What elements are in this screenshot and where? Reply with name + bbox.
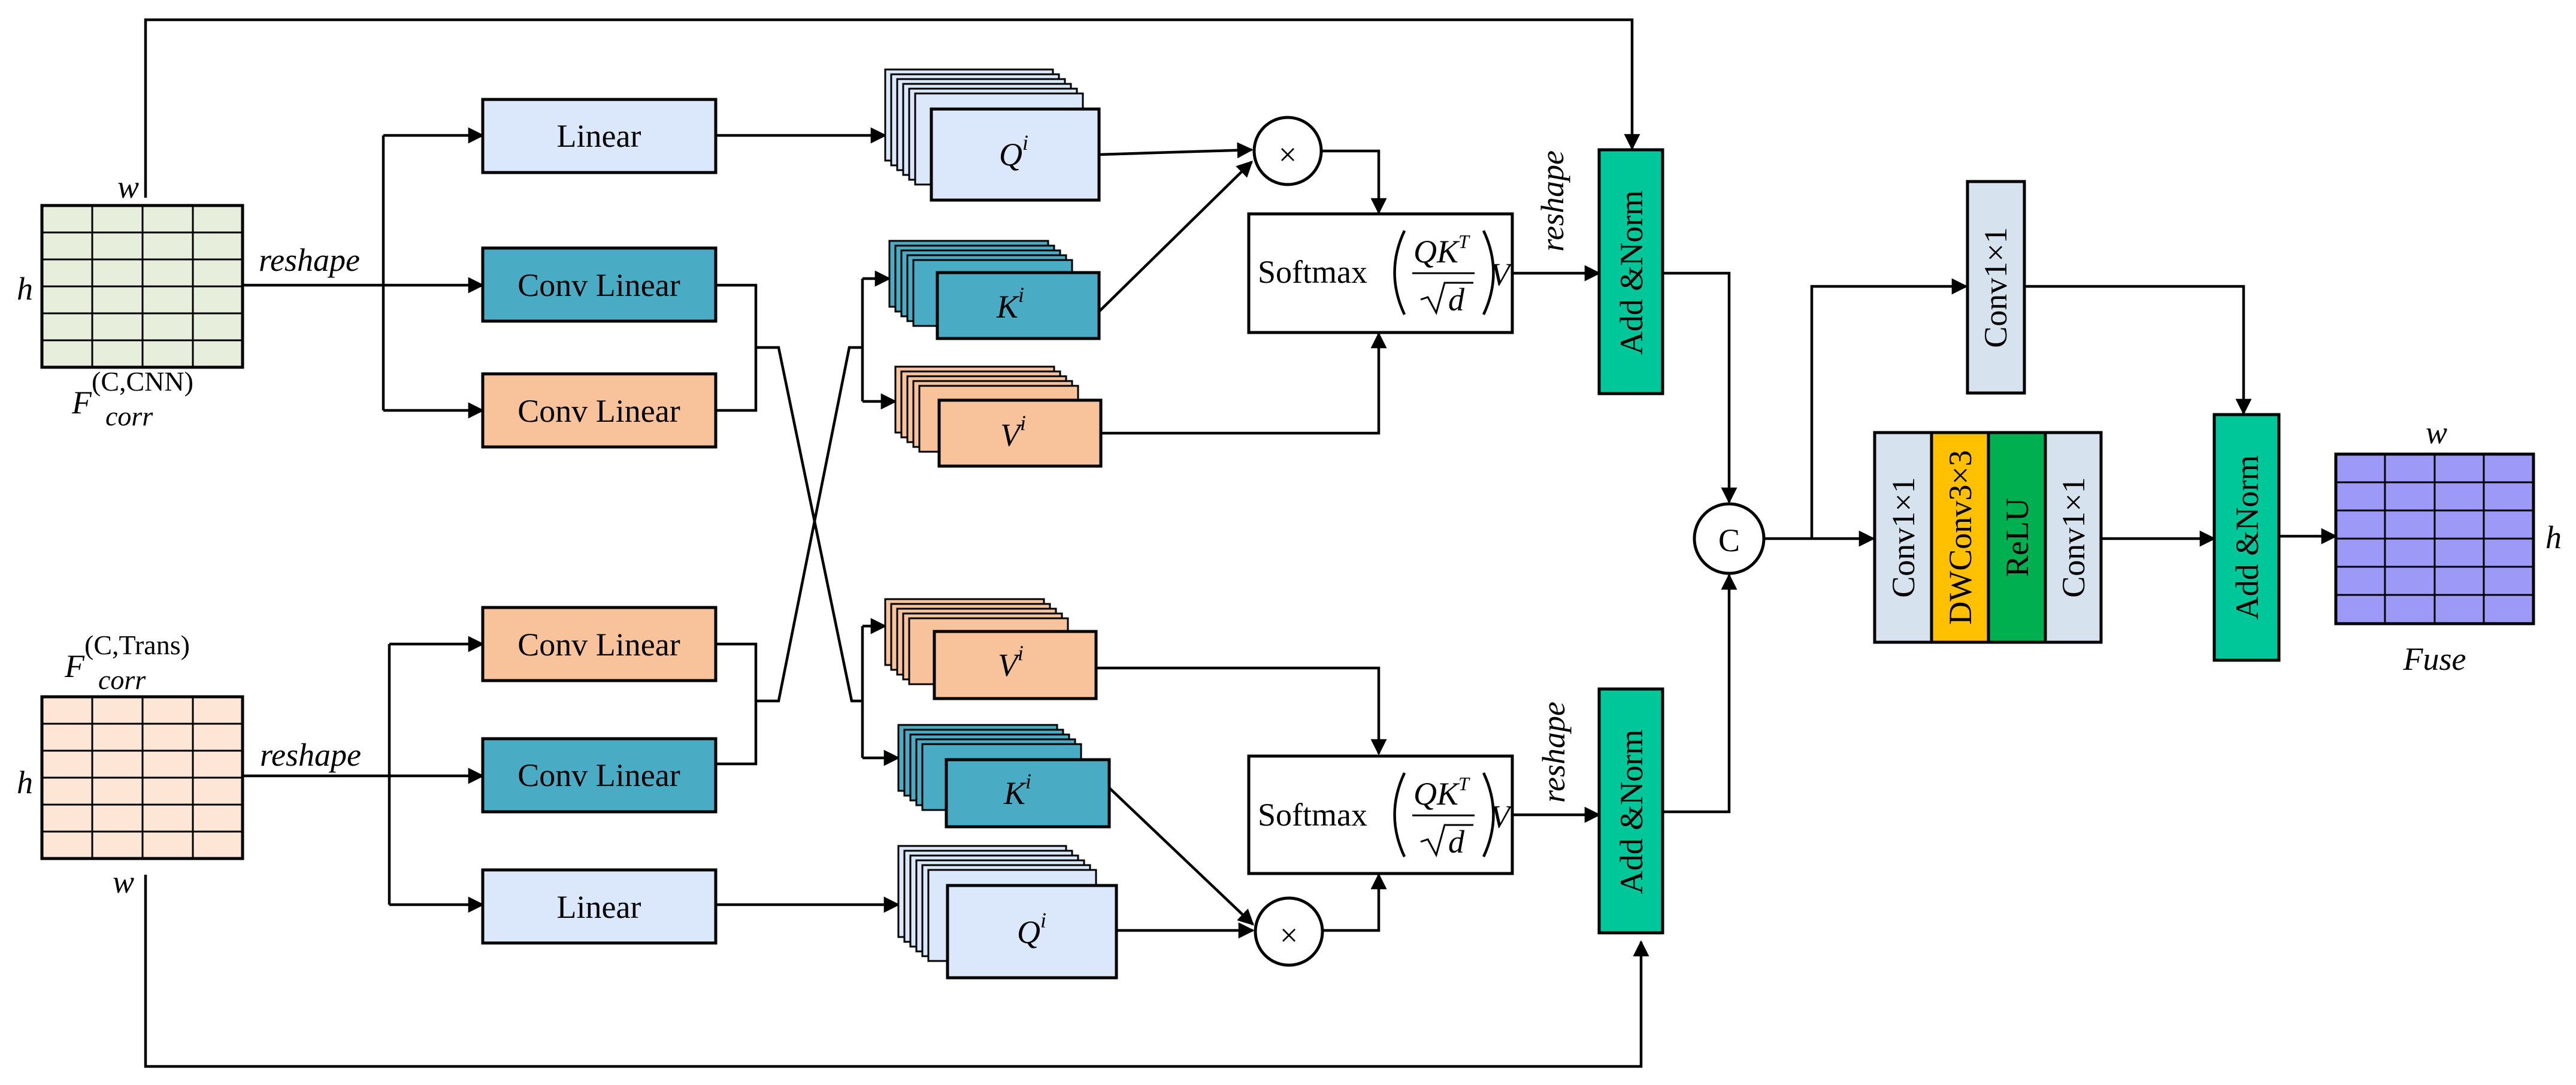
bottom-conv-linear-1-box	[481, 606, 718, 682]
cnn-feature-grid	[40, 204, 244, 369]
bottom-q-label: Qi	[1017, 908, 1046, 950]
bottom-v-label: Vi	[998, 641, 1024, 683]
top-conv1x1-box	[1966, 180, 2026, 395]
bottom-v-stack	[884, 598, 1098, 700]
concat-label: C	[1718, 522, 1740, 558]
top-conv-linear-2-label: Conv Linear	[517, 393, 680, 429]
ffn-block	[1873, 431, 2103, 644]
top-add-norm-label: Add &Norm	[1614, 191, 1649, 355]
concat-circle	[1693, 502, 1766, 575]
trans-grid-width-label: w	[113, 864, 134, 900]
trans-reshape-label: reshape	[260, 737, 361, 773]
top-softmax-formula: QKT d V	[1393, 230, 1513, 318]
top-multiply-label: ×	[1279, 137, 1297, 173]
bottom-softmax-label: Softmax	[1258, 797, 1367, 833]
bottom-linear-label: Linear	[557, 889, 641, 925]
trans-grid-height-label: h	[17, 764, 33, 800]
cnn-feature-label: F(C,CNN)corr	[71, 366, 193, 431]
bottom-softmax-formula: QKT d V	[1393, 772, 1513, 860]
top-q-stack	[884, 68, 1101, 202]
top-conv-linear-2-box	[481, 372, 718, 449]
bottom-add-norm-box	[1597, 687, 1664, 935]
ffn-dwconv-label: DWConv3×3	[1942, 450, 1978, 624]
top-multiply-circle	[1252, 116, 1323, 186]
svg-text:QKT: QKT	[1413, 773, 1470, 812]
svg-text:d: d	[1448, 282, 1465, 318]
cnn-grid-height-label: h	[17, 271, 33, 307]
bottom-add-norm-label: Add &Norm	[1614, 730, 1649, 894]
top-conv-linear-1-label: Conv Linear	[517, 267, 680, 303]
top-conv-linear-1-box	[481, 246, 718, 323]
top-linear-label: Linear	[557, 118, 641, 154]
top-q-label: Qi	[999, 131, 1028, 173]
top-k-stack	[888, 240, 1101, 340]
final-add-norm-label: Add &Norm	[2229, 455, 2265, 619]
ffn-relu-label: ReLU	[1999, 498, 2035, 577]
top-reshape-label: reshape	[1534, 150, 1570, 252]
ffn-conv1x1-b-label: Conv1×1	[2056, 477, 2091, 597]
trans-feature-label: F(C,Trans)corr	[64, 630, 190, 695]
ffn-conv1x1-a-label: Conv1×1	[1885, 477, 1921, 597]
cnn-reshape-label: reshape	[259, 242, 360, 278]
top-v-stack	[894, 365, 1103, 468]
cnn-grid-width-label: w	[117, 169, 139, 205]
bottom-linear-box	[481, 868, 718, 945]
bottom-q-stack	[897, 845, 1118, 980]
svg-text:QKT: QKT	[1413, 231, 1470, 270]
bottom-k-stack	[897, 724, 1111, 829]
trans-feature-grid	[40, 695, 244, 860]
bottom-k-label: Ki	[1003, 769, 1031, 811]
fuse-grid-height-label: h	[2545, 519, 2562, 555]
bottom-conv-linear-2-label: Conv Linear	[517, 757, 680, 793]
bottom-multiply-circle	[1254, 896, 1324, 967]
top-add-norm-box	[1597, 148, 1664, 395]
top-v-label: Vi	[1000, 411, 1026, 453]
fuse-output-grid	[2334, 452, 2535, 625]
bottom-multiply-label: ×	[1280, 917, 1298, 953]
top-softmax-label: Softmax	[1258, 254, 1367, 290]
bottom-conv-linear-2-box	[481, 737, 718, 814]
bottom-reshape-label: reshape	[1536, 702, 1572, 803]
top-k-label: Ki	[996, 283, 1024, 325]
bottom-conv-linear-1-label: Conv Linear	[517, 627, 680, 663]
top-linear-box	[481, 98, 718, 174]
svg-text:V: V	[1490, 799, 1513, 835]
connection-lines	[144, 18, 2338, 1068]
final-add-norm-box	[2212, 413, 2281, 662]
top-conv1x1-label: Conv1×1	[1978, 227, 2014, 347]
fuse-grid-width-label: w	[2426, 415, 2447, 451]
svg-text:d: d	[1448, 824, 1465, 860]
fuse-label: Fuse	[2403, 641, 2466, 677]
svg-text:V: V	[1490, 256, 1513, 292]
